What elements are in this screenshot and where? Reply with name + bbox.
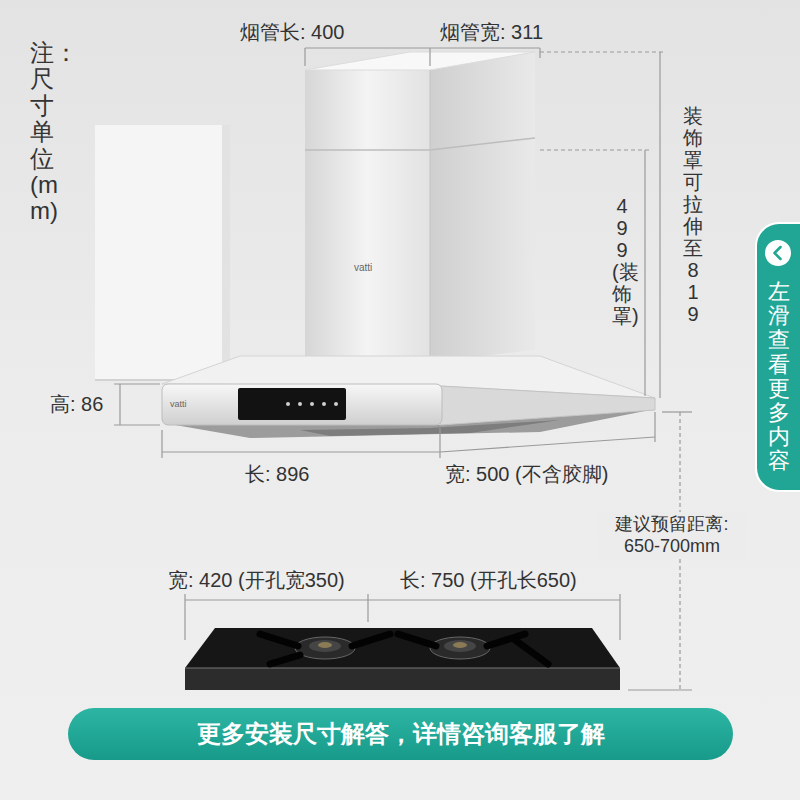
- info-banner: 更多安装尺寸解答，详情咨询客服了解: [68, 708, 733, 760]
- pan-support: [260, 634, 548, 664]
- extension-line: [540, 149, 650, 150]
- dimension-line: [659, 52, 660, 398]
- dimension-label: 宽: 500 (不含胶脚): [445, 462, 608, 486]
- pan-support-arm: [352, 634, 390, 646]
- brand-logo: vatti: [170, 399, 187, 410]
- extension-line: [539, 48, 540, 58]
- banner-text: 更多安装尺寸解答，详情咨询客服了解: [197, 718, 605, 750]
- dimension-line: [162, 451, 440, 452]
- control-button: [322, 402, 326, 406]
- dimension-lines: [114, 48, 692, 690]
- extension-line: [184, 594, 185, 640]
- control-button: [310, 402, 314, 406]
- extension-line: [654, 412, 655, 442]
- cooktop-edge: [185, 668, 620, 690]
- extension-line: [619, 594, 620, 640]
- chimney-edge: [430, 70, 431, 362]
- hood-chimney: [305, 52, 535, 362]
- chimney-seam: [430, 138, 535, 150]
- swipe-tab: 左滑查看更多内容: [755, 222, 800, 492]
- extension-line: [304, 48, 305, 66]
- extension-line: [662, 411, 692, 412]
- dimension-label: 宽: 420 (开孔宽350): [168, 568, 345, 592]
- extension-line: [429, 48, 430, 66]
- dimension-line: [430, 47, 540, 48]
- extension-line: [367, 594, 368, 622]
- control-button: [298, 402, 302, 406]
- hood-side: [440, 386, 655, 425]
- clearance-note: 建议预留距离: 650-700mm: [598, 512, 746, 559]
- dimension-label: 高: 86: [50, 392, 103, 416]
- dimension-label: 装饰罩可拉伸至819: [683, 105, 703, 325]
- dimension-label: 499(装饰罩): [612, 195, 632, 327]
- extension-line: [114, 383, 160, 384]
- dimension-label: 长: 896: [245, 462, 309, 486]
- brand-logo: vatti: [354, 262, 372, 274]
- extension-line: [439, 428, 440, 458]
- chevron-arrow: [774, 247, 780, 259]
- hood-front: [162, 384, 442, 425]
- burner-center: [318, 642, 332, 648]
- cabinet-front: [95, 125, 230, 380]
- tab-text: 左滑查看更多内容: [768, 280, 790, 474]
- unit-note: 注：尺寸单位(mm): [30, 40, 54, 225]
- chimney-front: [305, 70, 430, 362]
- chimney-top: [305, 52, 535, 70]
- pan-support-arm: [515, 640, 548, 664]
- dimension-line: [305, 47, 430, 48]
- chimney-side: [430, 52, 535, 362]
- control-button: [334, 402, 338, 406]
- hood-body: [162, 356, 655, 438]
- burner-cap: [444, 640, 476, 652]
- dimension-line: [119, 384, 120, 425]
- dimension-line: [440, 437, 655, 452]
- extension-line: [628, 689, 692, 690]
- chevron-circle: [765, 240, 791, 266]
- dimension-line: [644, 150, 645, 396]
- burner-center: [453, 642, 467, 648]
- dimension-label: 烟管长: 400: [240, 20, 344, 44]
- pan-support-arm: [398, 634, 436, 646]
- control-panel: [238, 388, 346, 420]
- cooktop-glass: [185, 628, 620, 668]
- chevron-icon: [763, 238, 793, 268]
- extension-line: [114, 424, 160, 425]
- pan-support-arm: [260, 634, 298, 646]
- cabinet-edge: [222, 125, 230, 380]
- burner: [430, 637, 490, 659]
- cooktop-highlight: [185, 668, 620, 669]
- gas-cooktop: [185, 628, 620, 690]
- dimension-label: 长: 750 (开孔长650): [400, 568, 577, 592]
- dimension-label: 烟管宽: 311: [440, 20, 543, 44]
- chimney-seam: [305, 149, 430, 151]
- pan-support-arm: [270, 655, 300, 664]
- burner: [295, 637, 355, 659]
- extension-line: [540, 51, 665, 52]
- burner-cap: [309, 640, 341, 652]
- extension-line: [161, 430, 162, 458]
- dimension-line: [185, 599, 620, 600]
- control-button: [286, 402, 290, 406]
- wall-cabinet: [95, 125, 230, 380]
